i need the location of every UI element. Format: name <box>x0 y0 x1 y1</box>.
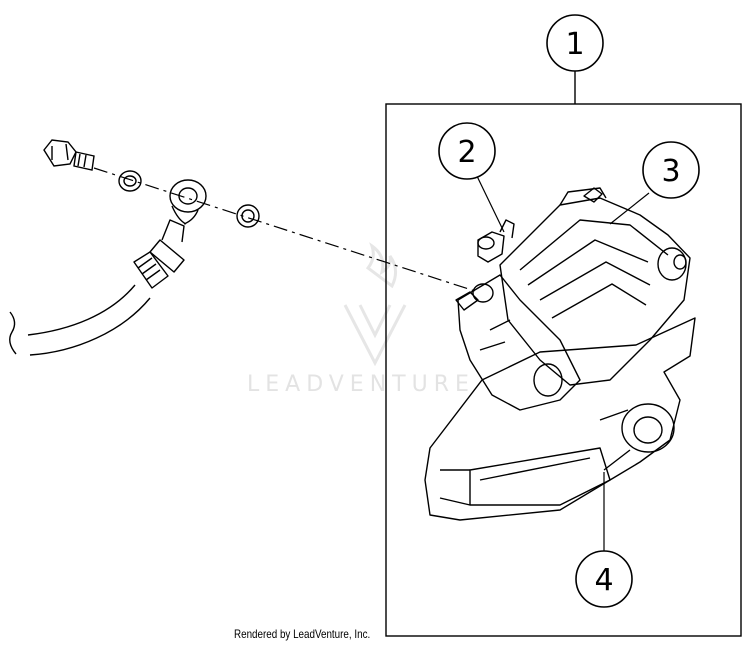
callout-1: 1 <box>546 14 604 72</box>
callout-2: 2 <box>438 122 496 180</box>
washer-1 <box>118 170 142 192</box>
leader-lines <box>474 171 650 553</box>
washer-2 <box>236 204 260 228</box>
callout-2-label: 2 <box>457 135 476 170</box>
callout-4-label: 4 <box>594 563 613 598</box>
callout-3: 3 <box>642 141 700 199</box>
banjo-bolt <box>43 139 95 171</box>
leadventure-watermark: LEADVENTURE <box>247 242 475 397</box>
bleeder-valve <box>477 231 505 263</box>
watermark-text: LEADVENTURE <box>247 372 475 397</box>
caliper-carrier-bracket <box>424 317 696 521</box>
assembly-axis-line <box>93 167 479 293</box>
caliper-body <box>499 197 691 386</box>
brake-hose <box>9 219 185 356</box>
callout-1-bracket <box>385 71 742 637</box>
callout-1-label: 1 <box>565 27 584 62</box>
brake-caliper <box>424 187 696 521</box>
watermark-logo-icon <box>343 242 407 367</box>
callout-3-label: 3 <box>661 154 680 189</box>
render-credit: Rendered by LeadVenture, Inc. <box>234 627 371 641</box>
banjo-fitting <box>169 179 207 225</box>
callout-4: 4 <box>575 550 633 608</box>
